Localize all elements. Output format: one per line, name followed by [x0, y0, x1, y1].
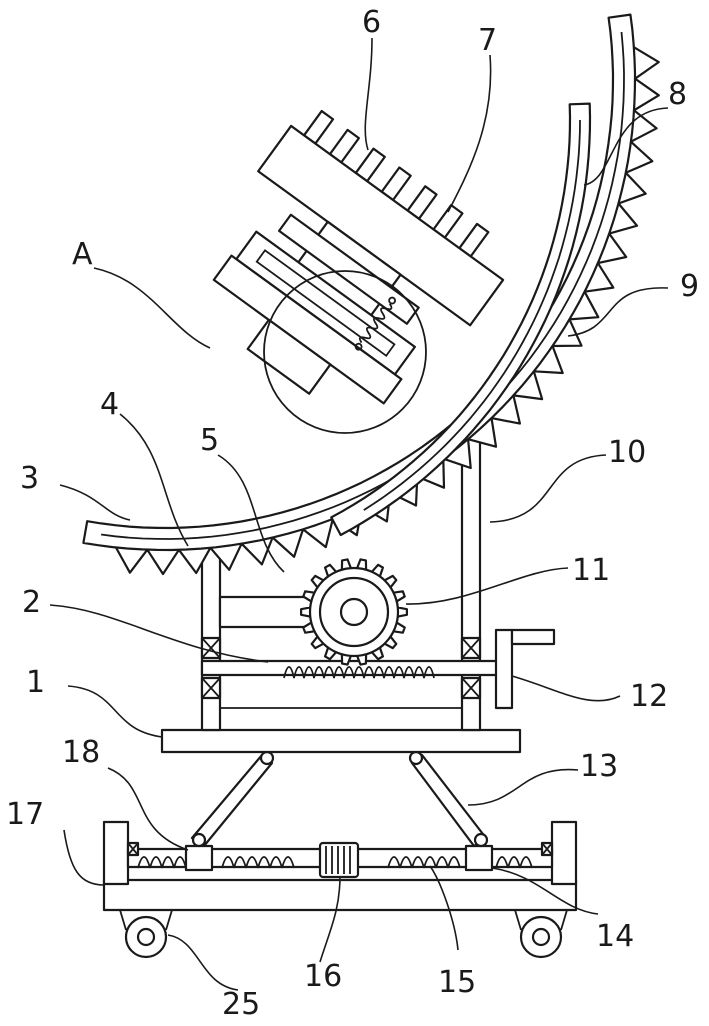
- label-4: 4: [100, 387, 119, 422]
- label-12: 12: [630, 679, 668, 714]
- label-15: 15: [438, 965, 476, 1000]
- coupling-16: [320, 843, 358, 877]
- label-7: 7: [478, 23, 497, 58]
- label-1: 1: [26, 665, 45, 700]
- label-6: 6: [362, 5, 381, 40]
- label-18: 18: [62, 735, 100, 770]
- label-14: 14: [596, 919, 634, 954]
- label-5: 5: [200, 423, 219, 458]
- label-a: A: [72, 237, 93, 272]
- base-plate-1: [162, 730, 520, 752]
- label-17: 17: [6, 797, 44, 832]
- label-2: 2: [22, 585, 41, 620]
- label-11: 11: [572, 553, 610, 588]
- label-16: 16: [304, 959, 342, 994]
- handwheel-12: [496, 630, 554, 708]
- scissor-links-13: [192, 752, 487, 846]
- label-3: 3: [20, 461, 39, 496]
- label-10: 10: [608, 435, 646, 470]
- label-8: 8: [668, 77, 687, 112]
- gear-11: [301, 559, 407, 664]
- label-13: 13: [580, 749, 618, 784]
- label-9: 9: [680, 269, 699, 304]
- label-25: 25: [222, 987, 260, 1022]
- worm-shaft-2: [202, 661, 498, 678]
- wheels: [120, 910, 567, 957]
